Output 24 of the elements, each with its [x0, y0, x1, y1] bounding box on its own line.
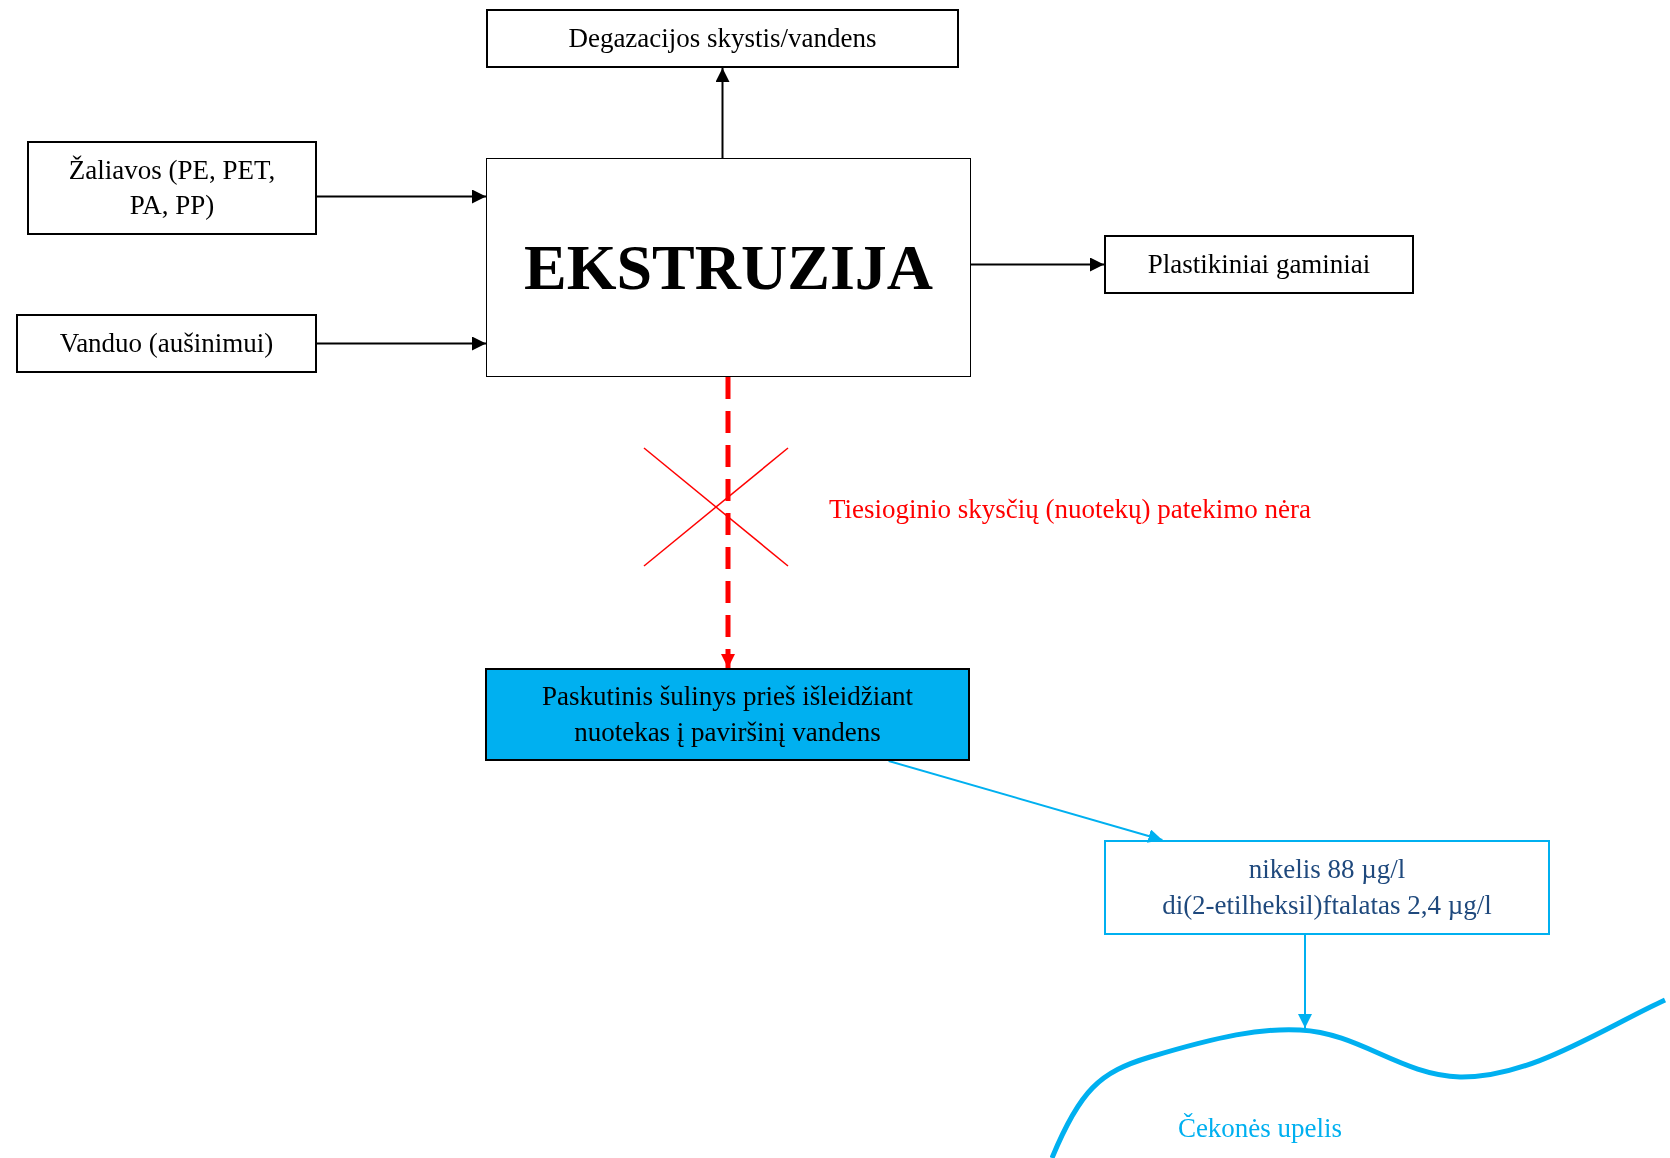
flow-box — [27, 141, 317, 235]
box-text: Degazacijos skystis/vandens — [568, 21, 877, 55]
river-label: Čekonės upelis — [1177, 1111, 1343, 1145]
flow-box — [485, 668, 970, 761]
flow-box — [16, 314, 317, 373]
flow-box — [486, 9, 959, 68]
box-text: Vanduo (aušinimui) — [59, 326, 274, 360]
arrow — [316, 336, 487, 351]
note-text: Tiesioginio skysčių (nuotekų) patekimo nėra — [829, 494, 1311, 525]
box-text: nikelis 88 µg/l — [1248, 853, 1406, 887]
arrow — [721, 377, 735, 668]
arrow — [970, 257, 1105, 272]
box-text: Plastikiniai gaminiai — [1147, 247, 1371, 281]
process-box — [486, 158, 971, 377]
process-title: EKSTRUZIJA — [524, 230, 933, 305]
arrow — [1298, 934, 1312, 1029]
arrow — [887, 760, 1164, 843]
flow-box — [1104, 840, 1550, 935]
box-text: Žaliavos (PE, PET, PA, PP) — [67, 153, 277, 222]
flow-box — [1104, 235, 1414, 294]
arrow — [715, 67, 730, 159]
box-text: di(2-etilheksil)ftalatas 2,4 µg/l — [1162, 888, 1492, 922]
arrow — [316, 189, 487, 204]
box-text: Paskutinis šulinys prieš išleidžiant nuotekas į paviršinį vandens — [540, 680, 915, 749]
